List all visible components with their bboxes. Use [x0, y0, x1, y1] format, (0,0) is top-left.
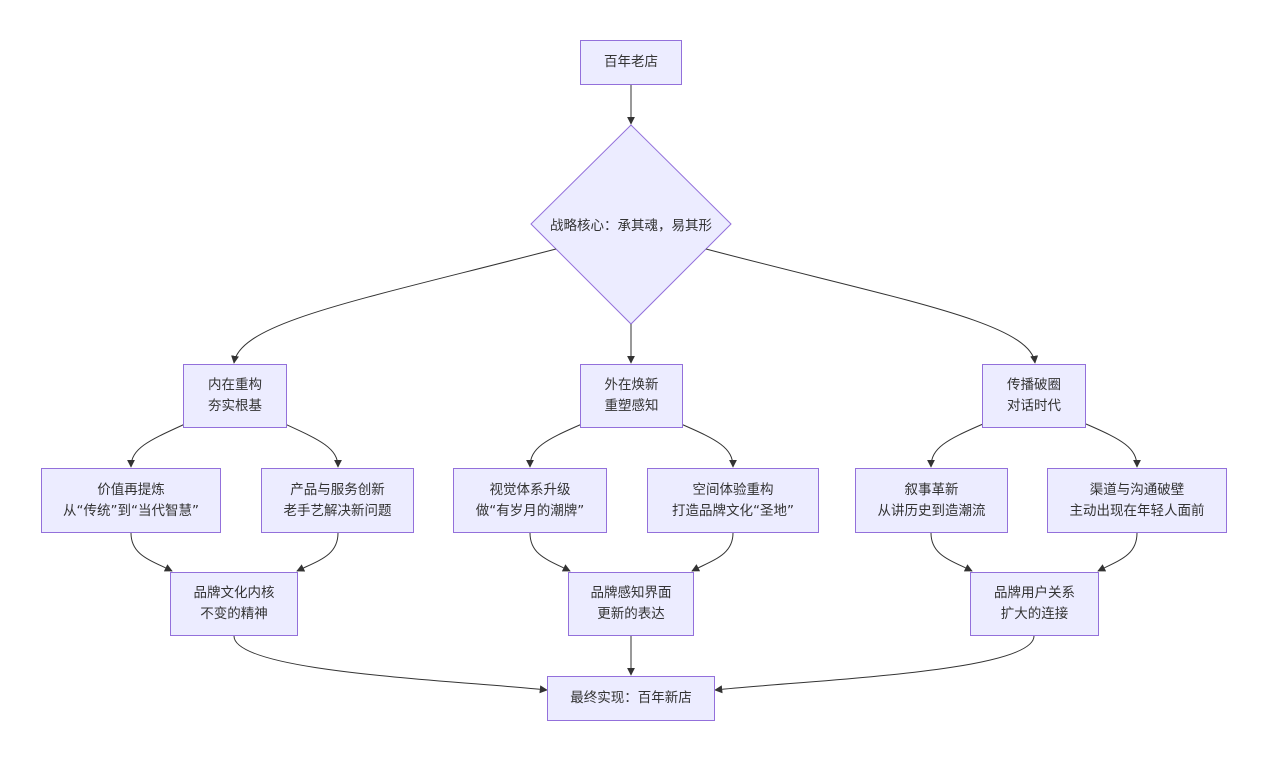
node-visual: 视觉体系升级 做“有岁月的潮牌” — [453, 468, 607, 533]
node-channel-line1: 渠道与沟通破壁 — [1089, 481, 1185, 498]
node-space: 空间体验重构 打造品牌文化“圣地” — [647, 468, 819, 533]
node-core-label: 战略核心：承其魂，易其形 — [530, 214, 732, 234]
edge-value-culture — [130, 532, 173, 572]
edge-inner-product — [284, 423, 342, 468]
node-inner-line2: 夯实根基 — [208, 398, 262, 414]
node-product: 产品与服务创新 老手艺解决新问题 — [261, 468, 414, 533]
node-relation: 品牌用户关系 扩大的连接 — [970, 572, 1099, 636]
edge-culture-final — [233, 635, 548, 694]
node-outer: 外在焕新 重塑感知 — [580, 364, 683, 428]
edge-channel-relation — [1097, 532, 1138, 572]
node-channel: 渠道与沟通破壁 主动出现在年轻人面前 — [1047, 468, 1227, 533]
node-narrative: 叙事革新 从讲历史到造潮流 — [855, 468, 1008, 533]
node-root-line1: 百年老店 — [604, 54, 658, 70]
node-interface-line1: 品牌感知界面 — [590, 585, 672, 601]
node-product-line2: 老手艺解决新问题 — [283, 502, 392, 519]
node-narrative-line1: 叙事革新 — [904, 481, 959, 498]
node-inner: 内在重构 夯实根基 — [183, 364, 287, 428]
node-culture-line1: 品牌文化内核 — [193, 585, 275, 601]
edge-product-culture — [296, 532, 339, 572]
edge-spread-channel — [1085, 423, 1141, 468]
node-product-line1: 产品与服务创新 — [290, 481, 385, 498]
node-space-line1: 空间体验重构 — [692, 481, 774, 498]
edge-narrative-relation — [930, 532, 973, 572]
node-value: 价值再提炼 从“传统”到“当代智慧” — [41, 468, 221, 533]
edge-core-inner — [231, 248, 557, 364]
node-narrative-line2: 从讲历史到造潮流 — [877, 502, 986, 519]
edge-inner-value — [127, 423, 186, 468]
node-outer-line2: 重塑感知 — [604, 398, 659, 414]
node-value-line1: 价值再提炼 — [97, 481, 165, 498]
node-interface-line2: 更新的表达 — [597, 606, 665, 622]
edge-outer-space — [680, 423, 737, 468]
node-root: 百年老店 — [580, 40, 682, 85]
node-spread-line1: 传播破圈 — [1007, 377, 1061, 393]
edge-outer-visual — [526, 423, 583, 468]
edge-spread-narrative — [927, 423, 984, 468]
node-culture: 品牌文化内核 不变的精神 — [170, 572, 298, 636]
node-visual-line1: 视觉体系升级 — [489, 481, 571, 498]
node-relation-line1: 品牌用户关系 — [994, 585, 1075, 601]
node-spread: 传播破圈 对话时代 — [982, 364, 1086, 428]
node-space-line2: 打造品牌文化“圣地” — [672, 502, 794, 519]
node-core-line1: 战略核心：承其魂，易其形 — [550, 218, 712, 234]
node-spread-line2: 对话时代 — [1007, 398, 1061, 414]
node-final: 最终实现：百年新店 — [547, 676, 715, 721]
node-relation-line2: 扩大的连接 — [1000, 606, 1069, 622]
node-final-line1: 最终实现：百年新店 — [570, 690, 692, 706]
edge-visual-interface — [529, 532, 571, 572]
node-outer-line1: 外在焕新 — [604, 377, 659, 393]
edge-space-interface — [691, 532, 734, 572]
node-interface: 品牌感知界面 更新的表达 — [568, 572, 694, 636]
node-value-line2: 从“传统”到“当代智慧” — [63, 502, 199, 519]
node-culture-line2: 不变的精神 — [200, 606, 268, 622]
edge-relation-final — [714, 635, 1035, 694]
node-channel-line2: 主动出现在年轻人面前 — [1069, 502, 1205, 519]
node-visual-line2: 做“有岁月的潮牌” — [475, 502, 585, 519]
node-inner-line1: 内在重构 — [208, 377, 262, 393]
edge-core-spread — [705, 248, 1039, 364]
